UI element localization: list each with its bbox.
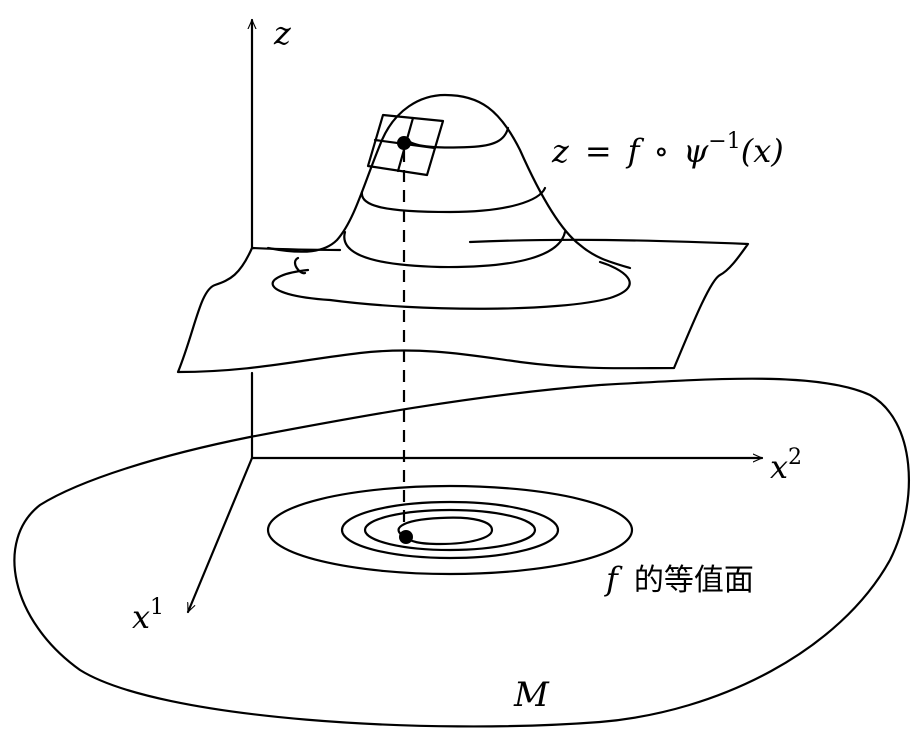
surface-equation-label: z = f ∘ ψ−1(x) — [551, 129, 784, 170]
manifold-boundary — [13, 377, 910, 728]
level-set-inner — [363, 508, 537, 552]
x1-axis — [186, 456, 254, 614]
x2-axis-label: x2 — [770, 445, 802, 486]
level-set-outer — [266, 484, 634, 576]
manifold-label: M — [513, 675, 550, 715]
surface-point — [397, 136, 411, 150]
surface-contour-4 — [408, 126, 510, 149]
surface-bump-profile — [266, 93, 632, 270]
surface-contour-2 — [343, 230, 567, 269]
surface-sheet — [176, 238, 750, 374]
x1-axis-label: x1 — [132, 595, 164, 636]
base-point — [399, 530, 413, 544]
surface-contour-3 — [360, 186, 547, 214]
level-set-core — [397, 516, 494, 546]
level-set-label: f 的等值面 — [604, 560, 754, 598]
surface-contour-1 — [271, 256, 631, 310]
level-set-middle — [340, 500, 560, 560]
z-axis-label: z — [273, 14, 292, 52]
